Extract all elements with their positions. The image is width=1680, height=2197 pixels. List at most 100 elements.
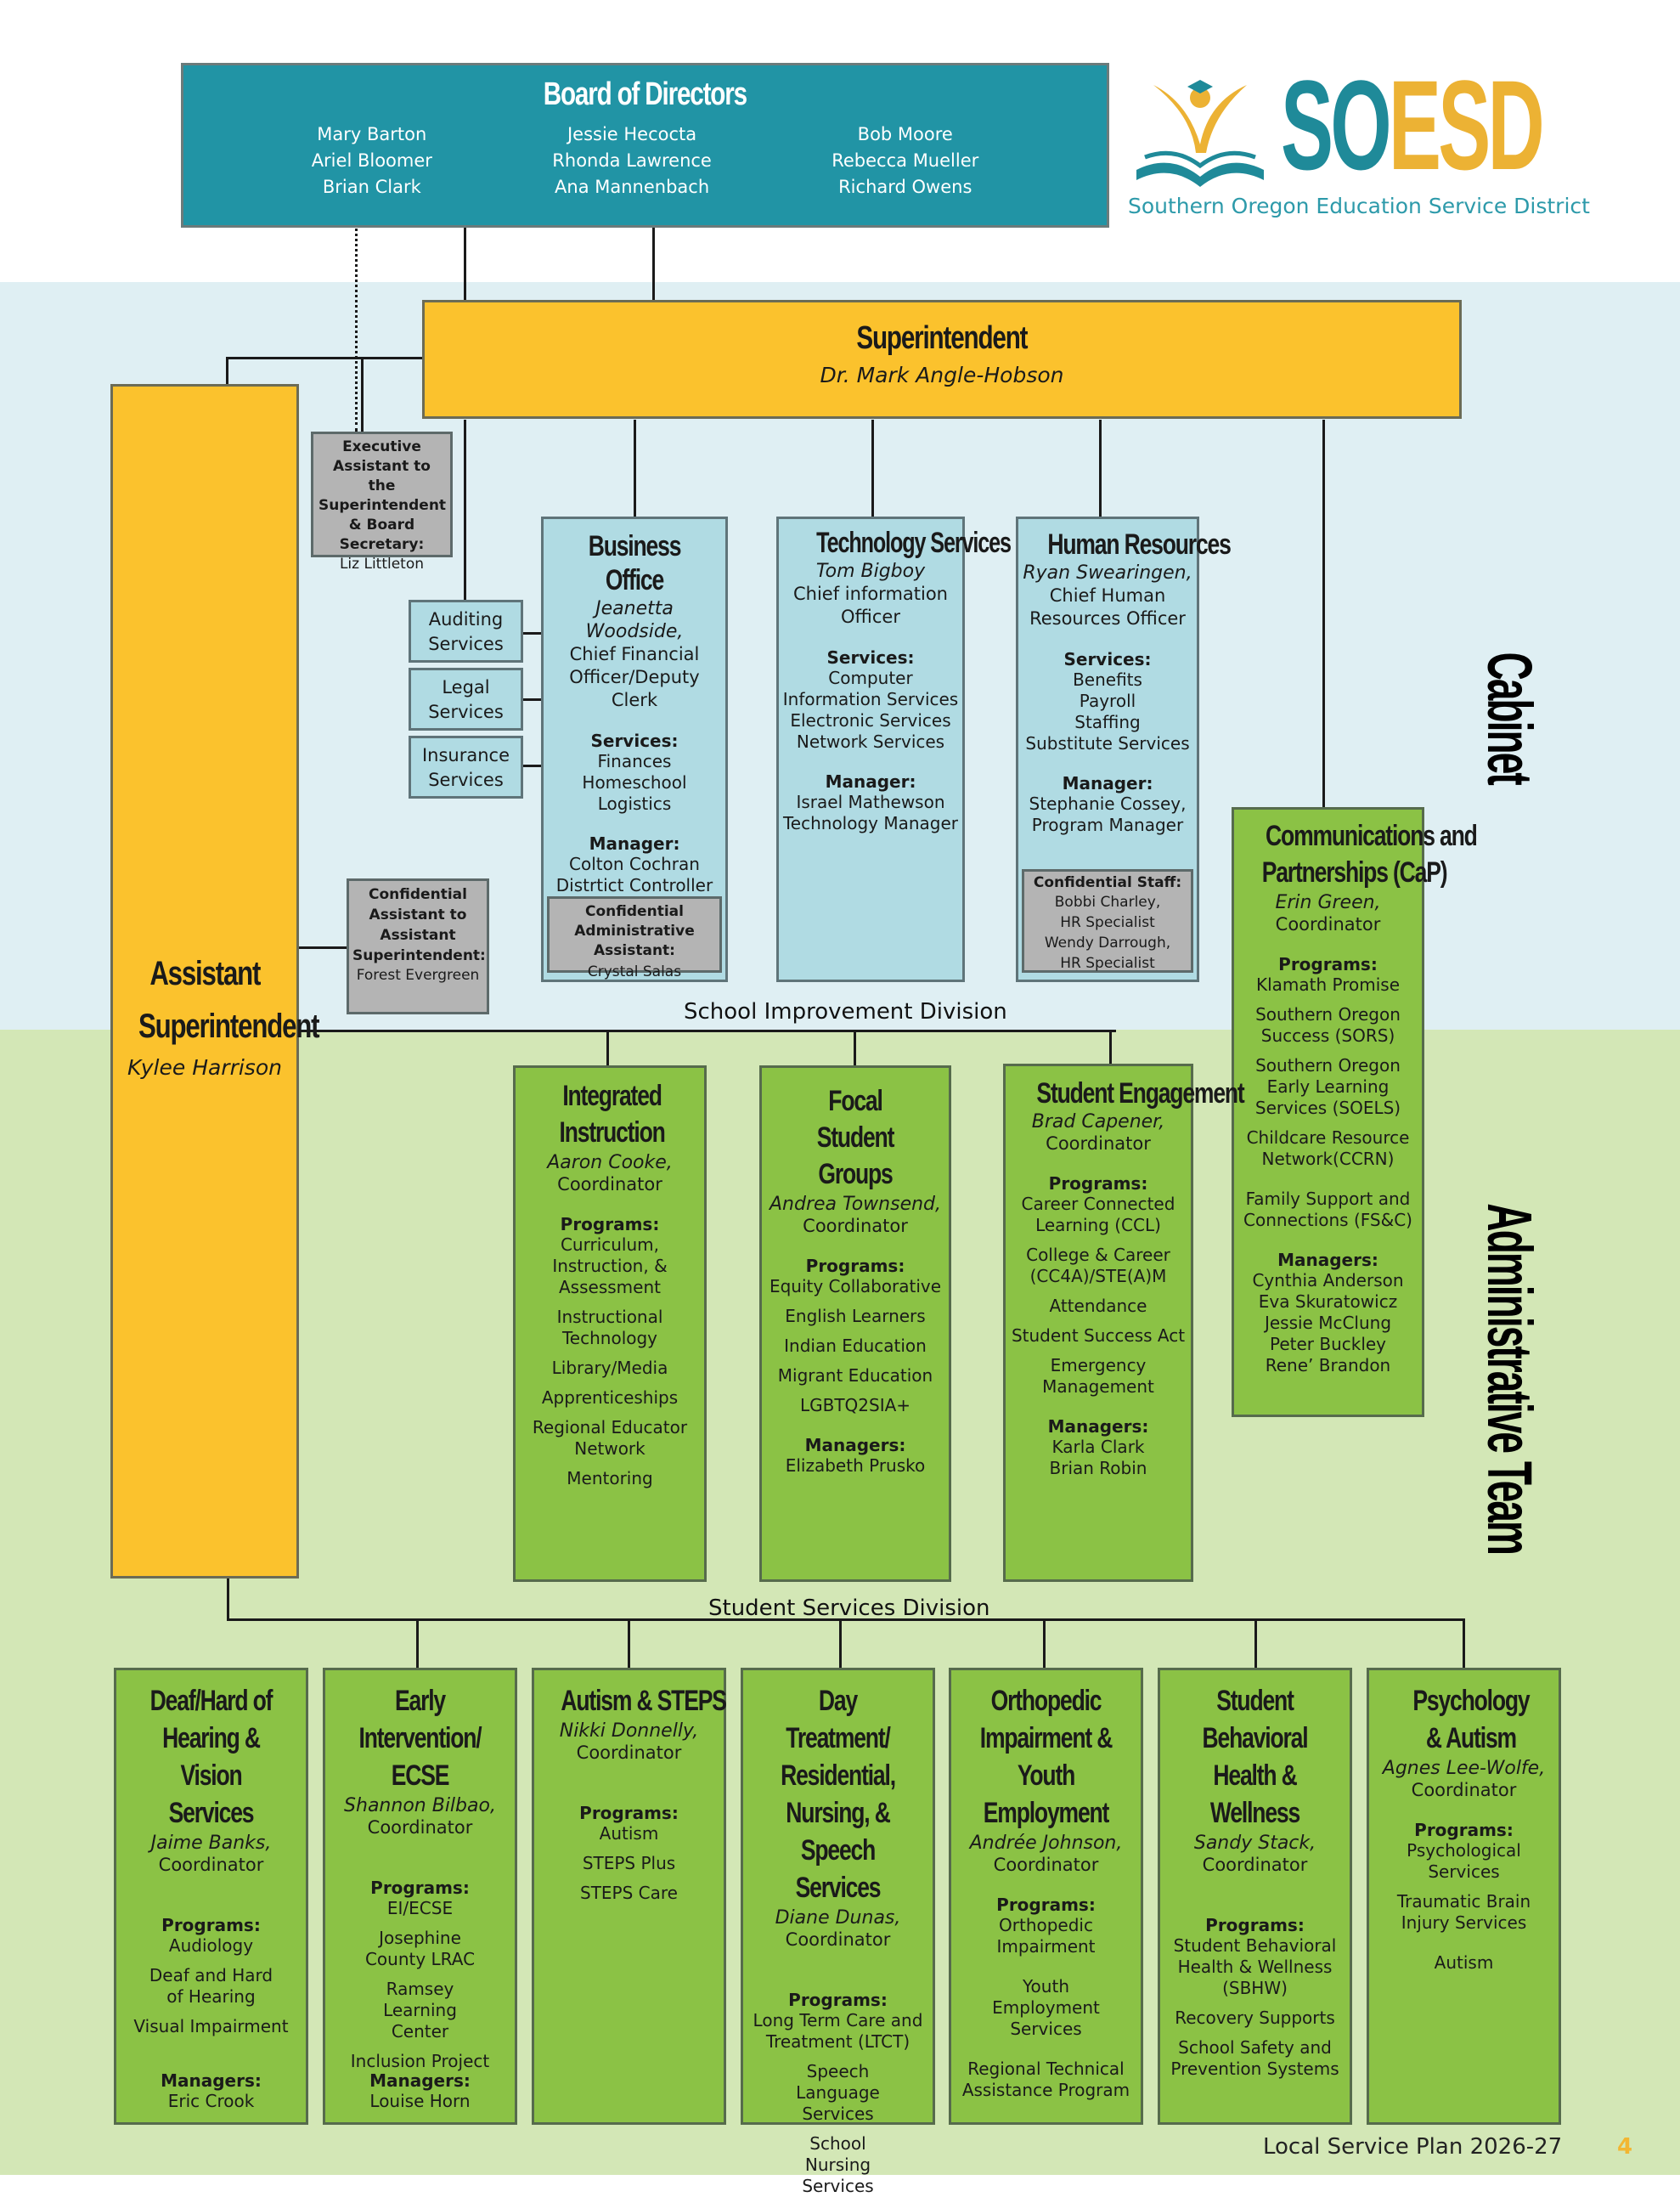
program-item: Visual Impairment — [133, 2016, 289, 2036]
program-item: Youth Employment Services — [992, 1976, 1100, 2039]
board-of-directors-box: Board of Directors Mary Barton Ariel Blo… — [181, 63, 1109, 228]
unit-title: Student Behavioral Health & Wellness — [1202, 1685, 1309, 1829]
board-member: Brian Clark — [322, 177, 421, 197]
confidential-staff-name: Bobbi Charley, — [1054, 894, 1161, 911]
program-item: Recovery Supports — [1175, 2008, 1335, 2028]
confidential-assistant-role: Confidential Assistant to Assistant Supe… — [352, 886, 486, 964]
program-item: Speech Language Services — [796, 2061, 880, 2124]
hr-role: Chief Human Resources Officer — [1029, 585, 1186, 629]
board-column: Bob Moore Rebecca Mueller Richard Owens — [832, 121, 978, 200]
connector — [628, 1618, 630, 1669]
manager-name: Eva Skuratowicz — [1258, 1291, 1398, 1312]
unit-title: Day Treatment/ Residential, Nursing, & S… — [781, 1685, 896, 1904]
service-item: Electronic Services — [790, 710, 951, 731]
service-item: Homeschool — [582, 772, 687, 793]
human-resources-box: Human Resources Ryan Swearingen, Chief H… — [1016, 517, 1232, 982]
soesd-logo: SOESD Southern Oregon Education Service … — [1128, 61, 1590, 231]
connector — [226, 357, 425, 359]
connector — [227, 1577, 229, 1621]
logo-tagline: Southern Oregon Education Service Distri… — [1128, 194, 1590, 218]
program-item: Career Connected Learning (CCL) — [1021, 1194, 1175, 1235]
connector — [1099, 420, 1102, 517]
technology-head: Tom Bigboy — [815, 561, 926, 582]
program-item: Southern Oregon Early Learning Services … — [1254, 1055, 1401, 1118]
autism-steps-box: Autism & STEPS Nikki Donnelly, Coordinat… — [532, 1668, 727, 2125]
manager-title: Distrtict Controller — [555, 875, 713, 895]
assistant-superintendent-name: Kylee Harrison — [127, 1055, 282, 1080]
service-item: Payroll — [1079, 691, 1136, 711]
unit-title: Psychology & Autism — [1412, 1685, 1530, 1754]
insurance-services-label: Insurance Services — [421, 745, 510, 790]
unit-title: Student Engagement — [1036, 1077, 1244, 1110]
manager-name: Jessie McClung — [1264, 1313, 1392, 1333]
manager-name: Rene’ Brandon — [1265, 1355, 1391, 1375]
confidential-staff-name: Crystal Salas — [587, 963, 682, 980]
cap-head: Erin Green, — [1275, 892, 1381, 913]
business-office-title: Business Office — [588, 530, 682, 596]
unit-head: Jaime Banks, — [150, 1833, 272, 1854]
board-column: Jessie Hecocta Rhonda Lawrence Ana Manne… — [552, 121, 712, 200]
service-item: Substitute Services — [1025, 733, 1190, 754]
service-item: Finances — [597, 751, 672, 771]
program-item: Ramsey Learning Center — [383, 1979, 457, 2042]
programs-label: Programs: — [788, 1990, 888, 2010]
program-item: Indian Education — [784, 1336, 927, 1356]
connector — [226, 357, 228, 387]
board-member: Ariel Bloomer — [311, 150, 432, 171]
board-title: Board of Directors — [543, 76, 747, 112]
service-item: Network Services — [796, 731, 945, 752]
student-services-division-line — [227, 1618, 1464, 1621]
programs-label: Programs: — [805, 1256, 905, 1276]
connector — [652, 228, 655, 301]
connector — [521, 765, 542, 767]
board-member: Rhonda Lawrence — [552, 150, 712, 171]
program-item: Autism — [599, 1823, 659, 1844]
program-item: Equity Collaborative — [769, 1276, 942, 1296]
program-item: Mentoring — [567, 1468, 653, 1488]
connector — [839, 1618, 842, 1669]
confidential-staff-title: HR Specialist — [1060, 955, 1155, 972]
managers-label: Managers: — [1047, 1416, 1149, 1437]
cabinet-label: Cabinet — [1474, 652, 1545, 784]
unit-head: Agnes Lee-Wolfe, — [1382, 1758, 1546, 1779]
board-member: Bob Moore — [857, 124, 953, 144]
services-label: Services: — [590, 731, 679, 751]
manager-name: Elizabeth Prusko — [785, 1455, 926, 1476]
school-improvement-division-label: School Improvement Division — [684, 999, 1007, 1025]
footer-text: Local Service Plan 2026-27 — [1263, 2134, 1563, 2160]
connector — [1109, 1030, 1112, 1067]
program-item: EI/ECSE — [386, 1898, 454, 1918]
manager-title: Technology Manager — [782, 813, 959, 833]
board-member: Richard Owens — [838, 177, 972, 197]
technology-role: Chief information Officer — [793, 584, 948, 627]
program-item: Apprenticeships — [541, 1387, 679, 1408]
connector — [521, 698, 542, 701]
connector — [464, 420, 466, 622]
manager-label: Manager: — [825, 771, 916, 792]
managers-label: Managers: — [1277, 1250, 1378, 1270]
unit-head: Aaron Cooke, — [547, 1152, 673, 1173]
program-item: Audiology — [168, 1935, 254, 1956]
service-item: Benefits — [1073, 669, 1142, 690]
page-number: 4 — [1617, 2134, 1633, 2160]
program-item: Inclusion Project — [350, 2051, 490, 2071]
managers-label: Managers: — [369, 2070, 471, 2091]
unit-head: Shannon Bilbao, — [344, 1795, 496, 1816]
manager-label: Manager: — [1062, 773, 1153, 794]
cap-role: Coordinator — [1275, 914, 1381, 935]
service-item: Computer Information Services — [782, 668, 959, 709]
hr-confidential-staff-box: Confidential Staff: Bobbi Charley, HR Sp… — [1022, 869, 1193, 973]
connector — [1463, 1618, 1465, 1669]
program-item: STEPS Care — [580, 1883, 678, 1903]
services-label: Services: — [1063, 649, 1152, 669]
managers-label: Managers: — [804, 1435, 906, 1455]
program-item: STEPS Plus — [582, 1853, 676, 1873]
superintendent-name: Dr. Mark Angle-Hobson — [820, 363, 1064, 387]
program-item: College & Career (CC4A)/STE(A)M — [1026, 1245, 1170, 1286]
unit-role: Coordinator — [158, 1855, 264, 1875]
program-item: Family Support and Connections (FS&C) — [1243, 1189, 1412, 1230]
unit-title: Early Intervention/ ECSE — [358, 1685, 482, 1792]
